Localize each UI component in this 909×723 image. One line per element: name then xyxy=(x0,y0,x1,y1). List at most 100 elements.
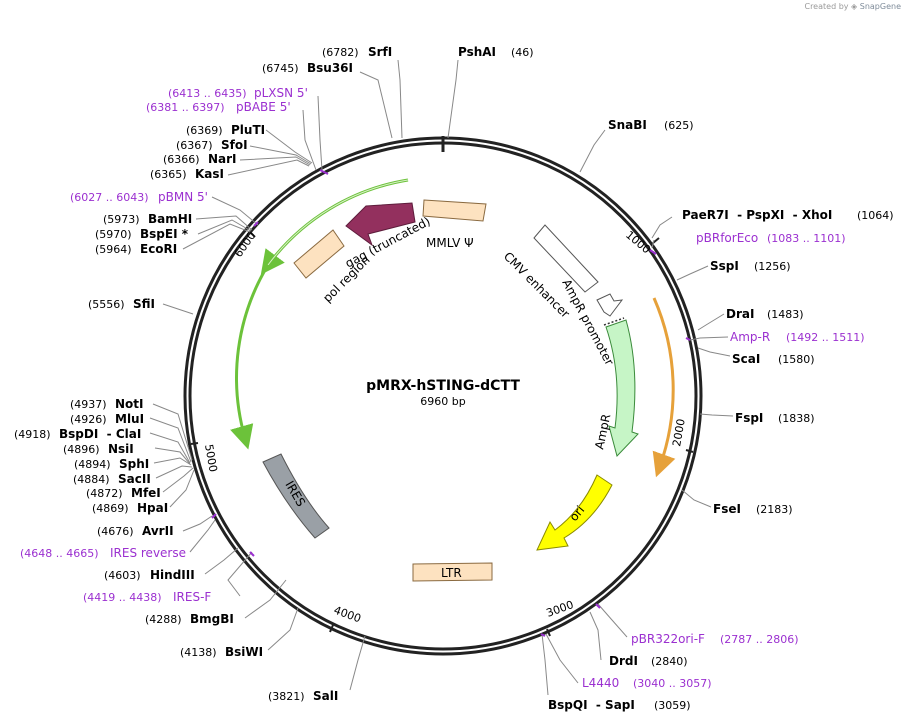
site-drdi-name: DrdI xyxy=(609,654,638,668)
site-sali-name: SalI xyxy=(313,689,338,703)
primer-pbrforeco[interactable]: pBRforEco (1083 .. 1101) xyxy=(696,231,846,245)
primer-amp-r-name: Amp-R xyxy=(730,330,770,344)
primer-plxsn[interactable]: (6413 .. 6435) pLXSN 5' xyxy=(168,86,308,100)
site-sali-pos: (3821) xyxy=(268,690,305,703)
site-sacii[interactable]: (4884) SacII xyxy=(73,472,151,486)
primer-pbr322ori-f[interactable]: pBR322ori-F (2787 .. 2806) xyxy=(631,632,799,646)
site-drai[interactable]: DraI (1483) xyxy=(726,307,804,321)
site-scai[interactable]: ScaI (1580) xyxy=(732,352,815,366)
site-nari[interactable]: (6366) NarI xyxy=(163,152,237,166)
site-clai[interactable]: (4918) BspDI - ClaI xyxy=(14,427,141,441)
site-avrii[interactable]: (4676) AvrII xyxy=(97,524,174,538)
site-nari-pos: (6366) xyxy=(163,153,200,166)
site-noti-name: NotI xyxy=(115,397,144,411)
site-avrii-name: AvrII xyxy=(142,524,174,538)
site-bsu36i[interactable]: (6745) Bsu36I xyxy=(262,61,353,75)
site-mfei[interactable]: (4872) MfeI xyxy=(86,486,161,500)
site-bmgbi[interactable]: (4288) BmgBI xyxy=(145,612,234,626)
feature-ires[interactable]: IRES xyxy=(262,453,330,539)
site-bsiwi-pos: (4138) xyxy=(180,646,217,659)
site-sfii-pos: (5556) xyxy=(88,298,125,311)
feature-pol-region[interactable]: pol region xyxy=(293,229,373,305)
site-sphi-name: SphI xyxy=(119,457,149,471)
primer-pbabe[interactable]: (6381 .. 6397) pBABE 5' xyxy=(146,100,291,114)
site-ecori-pos: (5964) xyxy=(95,243,132,256)
site-drdi[interactable]: DrdI (2840) xyxy=(609,654,688,668)
site-ecori[interactable]: (5964) EcoRI xyxy=(95,242,177,256)
primer-amp-r-pos: (1492 .. 1511) xyxy=(786,331,865,344)
site-xhoi[interactable]: PaeR7I - PspXI - XhoI (1064) xyxy=(682,208,894,222)
credit-brand: SnapGene xyxy=(859,2,901,11)
site-nsii[interactable]: (4896) NsiI xyxy=(63,442,134,456)
site-bsiwi-name: BsiWI xyxy=(225,645,263,659)
site-sspi-name: SspI xyxy=(710,259,739,273)
site-bamhi-name: BamHI xyxy=(148,212,192,226)
site-bmgbi-name: BmgBI xyxy=(190,612,234,626)
site-fspi[interactable]: FspI (1838) xyxy=(735,411,815,425)
primer-l4440[interactable]: L4440 (3040 .. 3057) xyxy=(582,676,712,690)
primer-pbmn[interactable]: (6027 .. 6043) pBMN 5' xyxy=(70,190,208,204)
site-sali[interactable]: (3821) SalI xyxy=(268,689,338,703)
primer-amp-r[interactable]: Amp-R (1492 .. 1511) xyxy=(730,330,865,344)
site-bspei[interactable]: (5970) BspEI * xyxy=(95,227,189,241)
feature-ltr[interactable]: LTR xyxy=(412,562,493,582)
site-noti-pos: (4937) xyxy=(70,398,107,411)
site-xhoi-pos: (1064) xyxy=(857,209,894,222)
site-pshai[interactable]: PshAI (46) xyxy=(458,45,534,59)
site-mlui[interactable]: (4926) MluI xyxy=(70,412,144,426)
site-sfoi[interactable]: (6367) SfoI xyxy=(176,138,248,152)
feature-mmlv-psi[interactable]: MMLV Ψ xyxy=(422,199,487,250)
site-nsii-name: NsiI xyxy=(108,442,134,456)
site-bmgbi-pos: (4288) xyxy=(145,613,182,626)
site-bspei-pos: (5970) xyxy=(95,228,132,241)
site-scai-name: ScaI xyxy=(732,352,760,366)
plasmid-size: 6960 bp xyxy=(420,395,465,408)
site-drai-pos: (1483) xyxy=(767,308,804,321)
tick-3000: 3000 xyxy=(545,598,576,620)
credit-prefix: Created by xyxy=(804,2,849,11)
primer-pbabe-name: pBABE 5' xyxy=(236,100,291,114)
orf-arc-right xyxy=(652,297,676,478)
site-srfi[interactable]: (6782) SrfI xyxy=(322,45,392,59)
site-bamhi[interactable]: (5973) BamHI xyxy=(103,212,192,226)
site-mlui-name: MluI xyxy=(115,412,144,426)
primer-plxsn-pos: (6413 .. 6435) xyxy=(168,87,247,100)
orf-arc-left xyxy=(267,179,409,266)
site-ecori-name: EcoRI xyxy=(140,242,177,256)
site-drai-name: DraI xyxy=(726,307,754,321)
primer-ires-f[interactable]: (4419 .. 4438) IRES-F xyxy=(83,590,211,604)
site-sfii[interactable]: (5556) SfiI xyxy=(88,297,155,311)
site-sphi[interactable]: (4894) SphI xyxy=(74,457,149,471)
site-noti[interactable]: (4937) NotI xyxy=(70,397,144,411)
site-sacii-pos: (4884) xyxy=(73,473,110,486)
site-kasi-name: KasI xyxy=(195,167,224,181)
site-xhoi-name: PaeR7I - PspXI - XhoI xyxy=(682,208,832,222)
site-sspi-pos: (1256) xyxy=(754,260,791,273)
site-pluti[interactable]: (6369) PluTI xyxy=(186,123,265,137)
site-nari-name: NarI xyxy=(208,152,237,166)
primer-ires-f-pos: (4419 .. 4438) xyxy=(83,591,162,604)
site-hindiii-name: HindIII xyxy=(150,568,195,582)
site-fsei[interactable]: FseI (2183) xyxy=(713,502,793,516)
primer-pbmn-pos: (6027 .. 6043) xyxy=(70,191,149,204)
site-mfei-name: MfeI xyxy=(131,486,161,500)
site-hpai[interactable]: (4869) HpaI xyxy=(92,501,168,515)
site-snabi-name: SnaBI xyxy=(608,118,647,132)
primer-plxsn-name: pLXSN 5' xyxy=(254,86,308,100)
site-hindiii[interactable]: (4603) HindIII xyxy=(104,568,195,582)
site-kasi[interactable]: (6365) KasI xyxy=(150,167,224,181)
site-bsiwi[interactable]: (4138) BsiWI xyxy=(180,645,263,659)
site-snabi-pos: (625) xyxy=(664,119,694,132)
site-sapi-name: BspQI - SapI xyxy=(548,698,635,712)
site-sapi[interactable]: BspQI - SapI (3059) xyxy=(548,698,691,712)
tick-5000: 5000 xyxy=(202,443,220,473)
site-sspi[interactable]: SspI (1256) xyxy=(710,259,791,273)
site-nsii-pos: (4896) xyxy=(63,443,100,456)
site-snabi[interactable]: SnaBI (625) xyxy=(608,118,694,132)
feature-ori[interactable]: ori xyxy=(536,474,613,551)
site-hpai-pos: (4869) xyxy=(92,502,129,515)
tick-4000: 4000 xyxy=(332,604,363,626)
primer-ires-reverse[interactable]: (4648 .. 4665) IRES reverse xyxy=(20,546,186,560)
primer-l4440-name: L4440 xyxy=(582,676,619,690)
site-drdi-pos: (2840) xyxy=(651,655,688,668)
